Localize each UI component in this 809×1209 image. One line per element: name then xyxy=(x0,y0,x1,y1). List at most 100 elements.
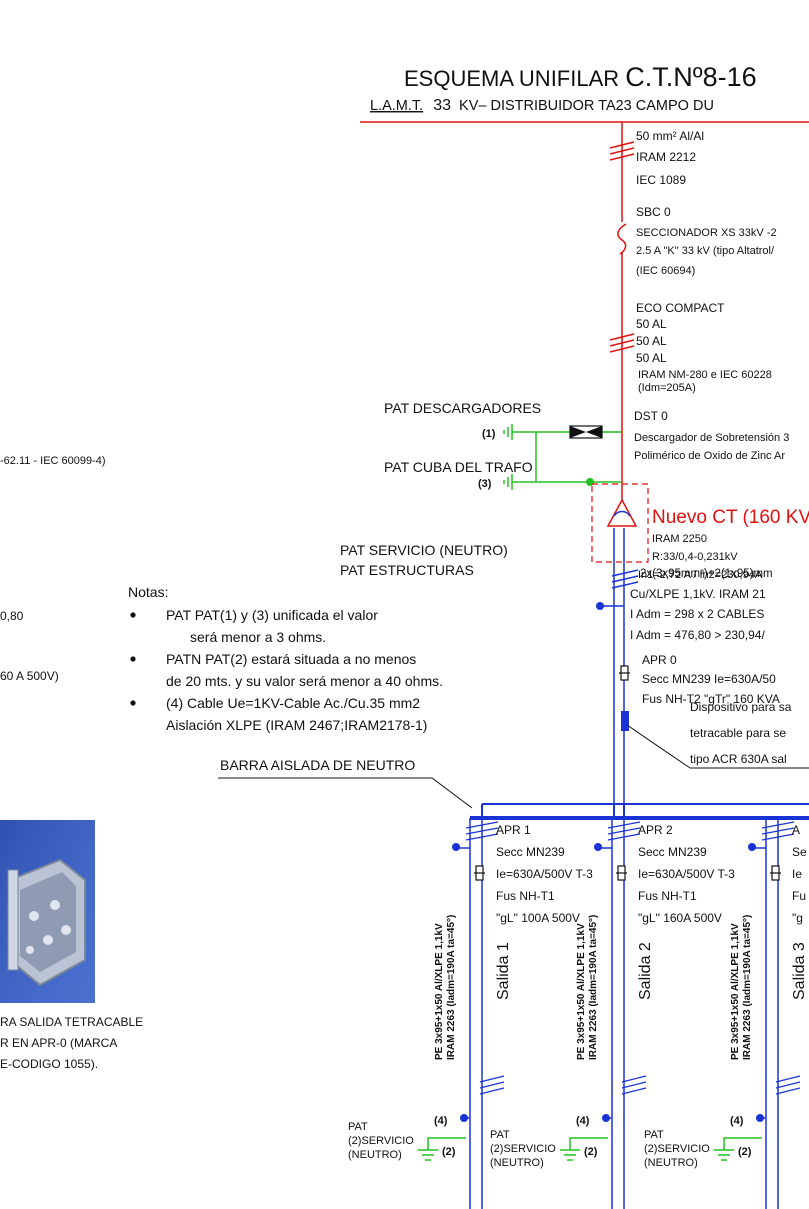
note-1-line-2: será menor a 3 ohms. xyxy=(190,629,326,645)
notes-title: Notas: xyxy=(128,584,168,600)
dst-label-1: DST 0 xyxy=(634,409,668,423)
pat-mark-3: (3) xyxy=(478,478,492,490)
cable-spec-label-a: PE 3x95+1x50 Al/XLPE 1,1kV xyxy=(434,923,445,1060)
cable-spec-label-a: PE 3x95+1x50 Al/XLPE 1,1kV xyxy=(730,923,741,1060)
mv-vertical-line xyxy=(609,122,635,500)
surge-arrester-branch xyxy=(503,424,622,490)
barra-leader xyxy=(218,777,473,809)
cable-tick-icon xyxy=(775,1081,801,1089)
device-label-3: tipo ACR 630A sal xyxy=(690,752,787,766)
note-3-line-2: Aislación XLPE (IRAM 2467;IRAM2178-1) xyxy=(166,717,427,733)
bullet-icon xyxy=(130,612,136,618)
note-3-line-1: (4) Cable Ue=1KV-Cable Ac./Cu.35 mm2 xyxy=(166,695,420,711)
apr-label-5: "gL" 160A 500V xyxy=(638,911,722,925)
cable-tick-icon xyxy=(479,1075,505,1083)
apr-label-2: Secc MN239 xyxy=(638,845,707,859)
fragment-500v: 60 A 500V) xyxy=(0,669,59,683)
trafo-title: Nuevo CT (160 KV xyxy=(652,507,809,528)
disconnector-tick-icon xyxy=(465,821,499,829)
title-sub: L.A.M.T. 33 KV– DISTRIBUIDOR TA23 CAMPO … xyxy=(370,97,714,114)
pat-label-3: (NEUTRO) xyxy=(644,1157,698,1169)
device-label-2: tetracable para se xyxy=(690,726,786,740)
mark-2: (2) xyxy=(738,1146,752,1158)
pat-label-2: (2)SERVICIO xyxy=(644,1143,710,1155)
pat-label-1: PAT xyxy=(348,1121,368,1133)
pat-mark-1: (1) xyxy=(482,428,496,440)
lv-main-lines xyxy=(600,528,639,820)
mark-4: (4) xyxy=(730,1115,744,1127)
dst-label-3: Polimérico de Oxido de Zinc Ar xyxy=(634,450,785,462)
pat-ground-link xyxy=(427,1137,466,1150)
apr-label-4: Fu xyxy=(792,889,806,903)
pat-label-1: PAT xyxy=(644,1129,664,1141)
disconnector-tick-icon xyxy=(761,821,795,829)
note-2-line-1: PATN PAT(2) estará situada a no menos xyxy=(166,651,416,667)
photo-caption-2: R EN APR-0 (MARCA xyxy=(0,1036,117,1050)
barra-label: BARRA AISLADA DE NEUTRO xyxy=(220,757,415,773)
sbc-label-3: 2.5 A "K" 33 kV (tipo Altatrol/ xyxy=(636,245,775,257)
mark-4: (4) xyxy=(576,1115,590,1127)
photo-caption-3: E-CODIGO 1055). xyxy=(0,1057,98,1071)
cable-spec-label-b: IRAM 2263 (Iadm=190A ta=45°) xyxy=(446,915,457,1060)
apr-label-5: "gL" 100A 500V xyxy=(496,911,580,925)
note-1-line-1: PAT PAT(1) y (3) unificada el valor xyxy=(166,607,378,623)
tetracable-device-icon xyxy=(621,711,629,731)
apr-label-4: Fus NH-T1 xyxy=(638,889,697,903)
terminal-photo xyxy=(0,820,95,1003)
pat-label-2: (2)SERVICIO xyxy=(348,1135,414,1147)
photo-caption-1: RA SALIDA TETRACABLE xyxy=(0,1015,143,1029)
pat-label-1: PAT xyxy=(490,1129,510,1141)
cable-label-1: 50 mm² Al/Al xyxy=(636,129,704,143)
surge-arrester-icon xyxy=(569,425,603,439)
pat-descargadores-label: PAT DESCARGADORES xyxy=(384,400,541,416)
apr0-label-3: Fus NH-T2 "gTr" 160 KVA xyxy=(642,692,780,706)
disconnector-tick-icon xyxy=(607,821,641,829)
fragment-080: 0,80 xyxy=(0,609,24,623)
apr-label-1: APR 1 xyxy=(496,823,531,837)
bullet-icon xyxy=(130,656,136,662)
title-main: ESQUEMA UNIFILAR C.T.Nº8-16 xyxy=(404,62,757,92)
eco-label-2: 50 AL xyxy=(636,317,667,331)
sbc-label-1: SBC 0 xyxy=(636,205,671,219)
pat-ground-link xyxy=(723,1137,762,1150)
mark-2: (2) xyxy=(584,1146,598,1158)
apr-label-2: Se xyxy=(792,845,807,859)
feeder-pat-node-icon xyxy=(594,843,602,851)
eco-label-4: 50 AL xyxy=(636,351,667,365)
apr-label-3: Ie xyxy=(792,867,802,881)
disconnector-tick-icon xyxy=(465,833,499,841)
pat-servicio-node-icon xyxy=(596,602,604,610)
trafo-label-2: R:33/0,4-0,231kV xyxy=(652,551,738,563)
cable-tick-icon xyxy=(479,1087,505,1095)
salida-label: Salida 2 xyxy=(637,942,654,1000)
lv-cable-label-2: Cu/XLPE 1,1kV. IRAM 21 xyxy=(630,587,766,601)
pat-ground-link xyxy=(569,1137,608,1150)
apr-label-1: APR 2 xyxy=(638,823,673,837)
lv-cable-label-4: I Adm = 476,80 > 230,94/ xyxy=(630,628,765,642)
mark-4: (4) xyxy=(434,1115,448,1127)
trafo-label-1: IRAM 2250 xyxy=(652,533,707,545)
salida-label: Salida 3 xyxy=(791,942,808,1000)
disconnector-tick-icon xyxy=(607,827,641,835)
pat-label-2: (2)SERVICIO xyxy=(490,1143,556,1155)
disconnector-tick-icon xyxy=(465,827,499,835)
feeder-pat-node-icon xyxy=(748,843,756,851)
bullet-icon xyxy=(130,700,136,706)
fuse-sbc-icon xyxy=(617,223,627,255)
cable-tick-icon xyxy=(621,1081,647,1089)
mark-2: (2) xyxy=(442,1146,456,1158)
cable-tick-icon xyxy=(479,1081,505,1089)
apr-label-1: A xyxy=(792,823,800,837)
cable-tick-icon xyxy=(621,1075,647,1083)
apr-label-2: Secc MN239 xyxy=(496,845,565,859)
eco-label-6: (Idm=205A) xyxy=(638,382,696,394)
pat-cuba-label: PAT CUBA DEL TRAFO xyxy=(384,459,533,475)
sbc-label-2: SECCIONADOR XS 33kV -2 xyxy=(636,227,777,239)
lv-busbar xyxy=(470,803,809,820)
transformer-icon xyxy=(591,483,649,563)
cable-tick-icon xyxy=(775,1087,801,1095)
note-2-line-2: de 20 mts. y su valor será menor a 40 oh… xyxy=(166,673,443,689)
pat-estructuras-label: PAT ESTRUCTURAS xyxy=(340,562,474,578)
